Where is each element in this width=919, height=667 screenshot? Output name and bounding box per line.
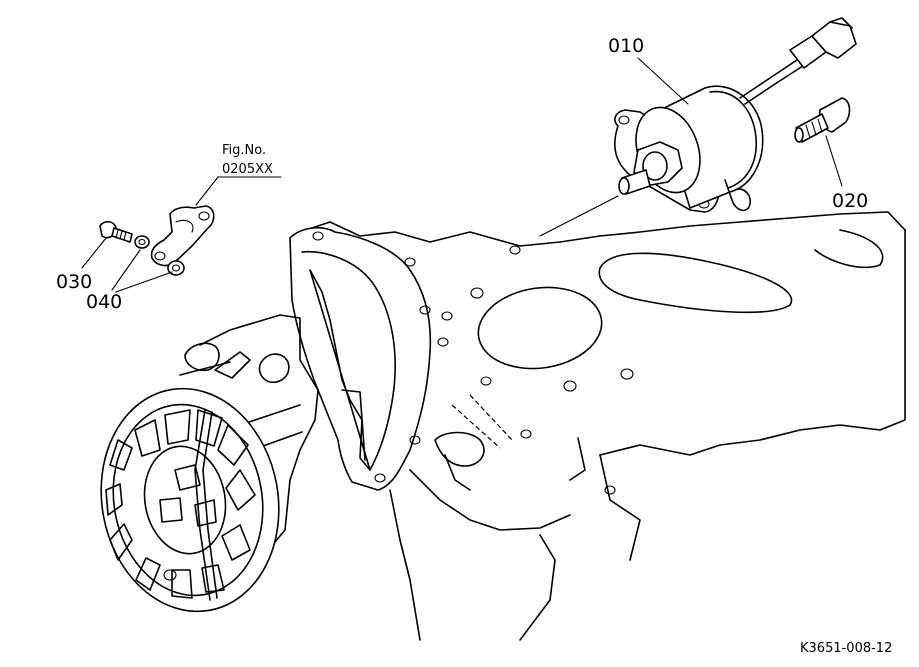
solenoid-010 <box>539 17 857 237</box>
leader-lines <box>81 57 843 293</box>
engine-block <box>299 211 906 641</box>
gear-case-flange <box>289 226 432 491</box>
callout-020: 020 <box>832 190 868 212</box>
drawing-number: K3651-008-12 <box>800 641 892 656</box>
callout-010: 010 <box>608 35 644 57</box>
washer-040-a <box>134 235 150 249</box>
bolt-020 <box>794 97 851 143</box>
figure-ref-line2: 0205XX <box>222 162 273 177</box>
stop-bracket <box>150 205 215 267</box>
callout-040: 040 <box>86 291 122 313</box>
labels: 010 020 030 040 Fig.No. 0205XX K3651-008… <box>56 35 892 656</box>
alternator <box>100 314 319 613</box>
figure-ref-line1: Fig.No. <box>222 143 266 158</box>
bolt-030 <box>99 220 133 243</box>
callout-030: 030 <box>56 271 92 293</box>
